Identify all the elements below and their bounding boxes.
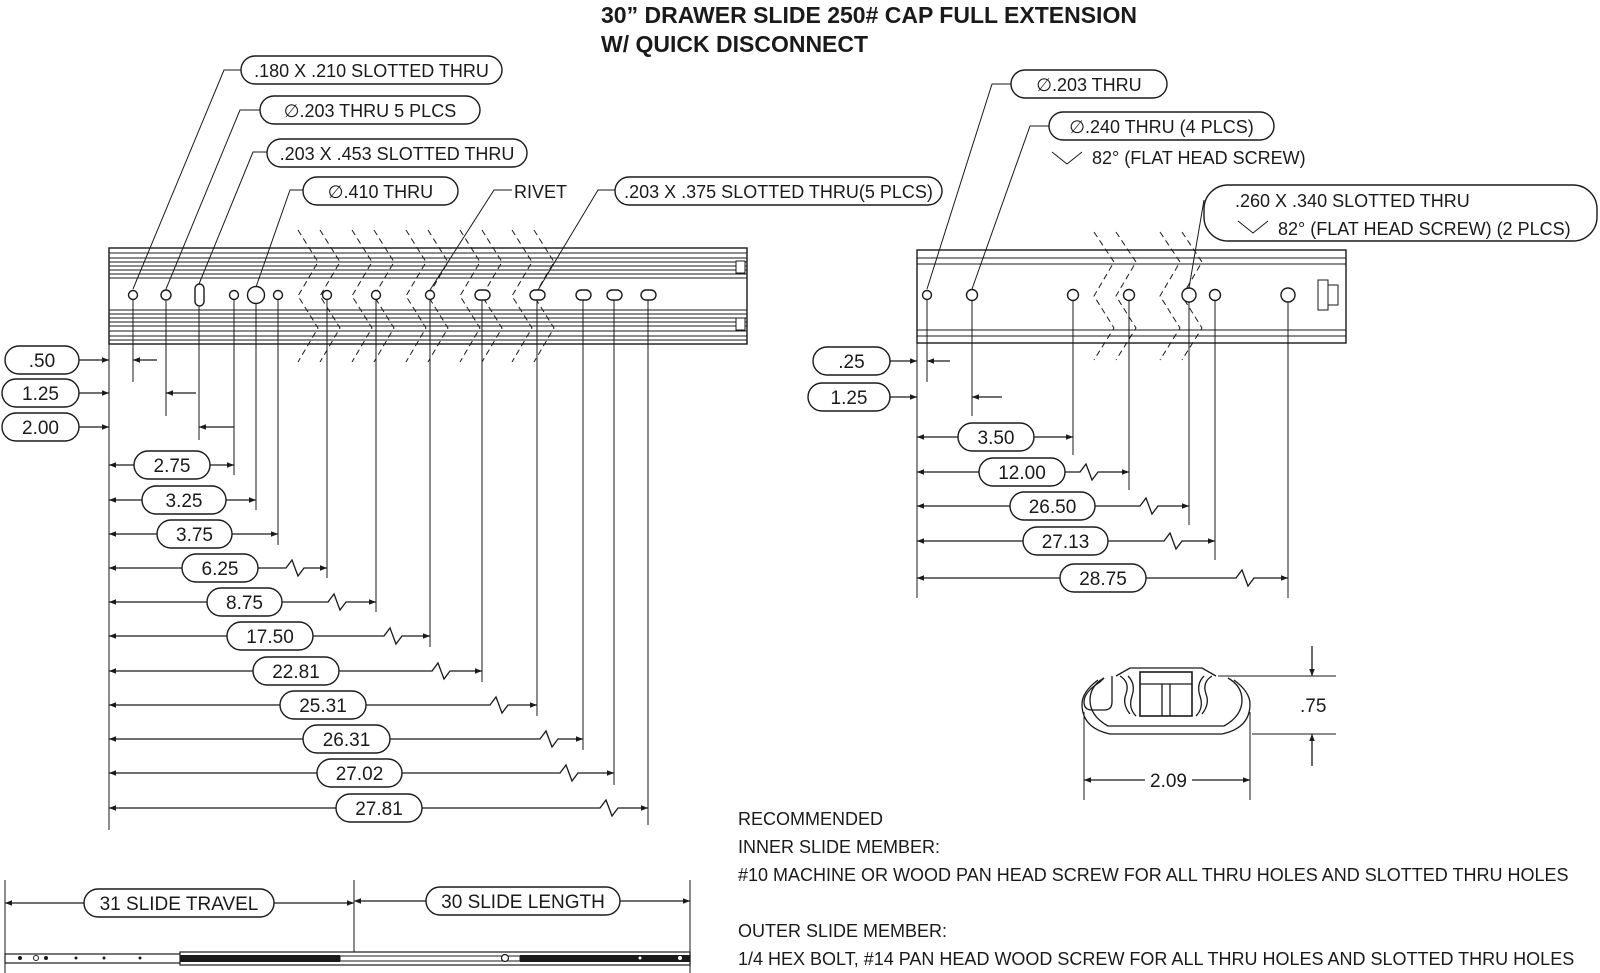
inner-callouts: .180 X .210 SLOTTED THRU ∅.203 THRU 5 PL…	[132, 55, 943, 291]
hole	[321, 289, 333, 301]
callout-slot-180: .180 X .210 SLOTTED THRU	[254, 61, 489, 81]
dim-2702: 27.02	[336, 764, 384, 785]
rivet	[424, 289, 436, 301]
inner-break-marks	[297, 229, 555, 363]
outer-position-dims: 3.50 12.00 26.50 27.13 28.75	[917, 301, 1289, 598]
dim-200: 2.00	[22, 418, 59, 439]
dim-outer-125: 1.25	[831, 388, 868, 409]
slot	[606, 289, 623, 301]
slot	[529, 289, 546, 301]
recommended-notes: RECOMMENDED INNER SLIDE MEMBER: #10 MACH…	[738, 809, 1574, 969]
hole	[160, 289, 172, 301]
travel-length-view: 31 SLIDE TRAVEL 30 SLIDE LENGTH	[4, 880, 691, 973]
outer-callouts: ∅.203 THRU ∅.240 THRU (4 PLCS) 82° (FLAT…	[926, 69, 1598, 290]
notes-outer-heading: OUTER SLIDE MEMBER:	[738, 921, 947, 941]
notes-inner-text: #10 MACHINE OR WOOD PAN HEAD SCREW FOR A…	[738, 865, 1569, 885]
label-slide-length: 30 SLIDE LENGTH	[441, 892, 605, 913]
dim-325: 3.25	[166, 491, 203, 512]
slot	[1181, 287, 1197, 303]
outer-left-dims: .25 1.25	[807, 300, 1002, 598]
slide-cross-section: .75 2.09	[1081, 646, 1336, 800]
slide-side-view	[4, 951, 691, 966]
notes-outer-text: 1/4 HEX BOLT, #14 PAN HEAD WOOD SCREW FO…	[738, 949, 1574, 969]
hole	[1066, 288, 1080, 302]
inner-position-dims: 2.75 3.25 3.75 6.25 8.75	[109, 300, 649, 825]
callout-countersink-82-a: 82° (FLAT HEAD SCREW)	[1092, 148, 1306, 168]
dim-outer-350: 3.50	[978, 428, 1015, 449]
dim-875: 8.75	[226, 593, 263, 614]
hole	[127, 289, 139, 301]
hole	[1122, 288, 1136, 302]
callout-hole-410: ∅.410 THRU	[328, 182, 433, 202]
dim-375: 3.75	[176, 525, 213, 546]
label-slide-travel: 31 SLIDE TRAVEL	[100, 894, 259, 915]
callout-slot-203-453: .203 X .453 SLOTTED THRU	[280, 144, 515, 164]
callout-hole-203: ∅.203 THRU 5 PLCS	[284, 101, 456, 121]
inner-left-dims: .50 1.25 2.00	[1, 300, 234, 830]
dim-outer-025: .25	[838, 352, 864, 373]
dim-125: 1.25	[22, 384, 59, 405]
dim-2531: 25.31	[299, 696, 347, 717]
title-line-1: 30” DRAWER SLIDE 250# CAP FULL EXTENSION	[601, 2, 1137, 28]
dim-outer-2650: 26.50	[1029, 497, 1077, 518]
inner-slide-member: .180 X .210 SLOTTED THRU ∅.203 THRU 5 PL…	[1, 55, 943, 830]
dim-outer-2875: 28.75	[1079, 569, 1127, 590]
hole	[228, 289, 240, 301]
callout-outer-hole-240: ∅.240 THRU (4 PLCS)	[1069, 117, 1253, 137]
callout-rivet: RIVET	[514, 182, 567, 202]
dim-outer-2713: 27.13	[1042, 532, 1090, 553]
dim-profile-height: .75	[1300, 696, 1326, 717]
callout-slot-203-375: .203 X .375 SLOTTED THRU(5 PLCS)	[624, 182, 933, 202]
hole	[272, 289, 284, 301]
slot	[474, 289, 491, 301]
notes-recommended: RECOMMENDED	[738, 809, 883, 829]
dim-1750: 17.50	[246, 627, 294, 648]
dim-outer-1200: 12.00	[998, 463, 1046, 484]
hole	[921, 289, 933, 301]
dim-050: .50	[29, 351, 55, 372]
hole	[370, 289, 382, 301]
slot	[194, 283, 205, 307]
slot	[575, 289, 592, 301]
hole	[965, 288, 979, 302]
dim-2631: 26.31	[323, 730, 371, 751]
notes-inner-heading: INNER SLIDE MEMBER:	[738, 837, 940, 857]
dim-2281: 22.81	[272, 662, 320, 683]
dim-275: 2.75	[154, 456, 191, 477]
rivet-hole	[246, 285, 266, 305]
callout-outer-slot-260: .260 X .340 SLOTTED THRU	[1235, 191, 1470, 211]
title-line-2: W/ QUICK DISCONNECT	[601, 31, 868, 57]
callout-countersink-82-b: 82° (FLAT HEAD SCREW) (2 PLCS)	[1278, 219, 1571, 239]
outer-slide-member: ∅.203 THRU ∅.240 THRU (4 PLCS) 82° (FLAT…	[807, 69, 1598, 598]
inner-holes	[127, 283, 657, 307]
hole	[1208, 288, 1222, 302]
dim-2781: 27.81	[355, 799, 403, 820]
dim-profile-width: 2.09	[1150, 771, 1187, 792]
slot	[1280, 287, 1296, 303]
callout-outer-hole-203: ∅.203 THRU	[1036, 75, 1141, 95]
dim-625: 6.25	[202, 559, 239, 580]
slot	[640, 289, 657, 301]
